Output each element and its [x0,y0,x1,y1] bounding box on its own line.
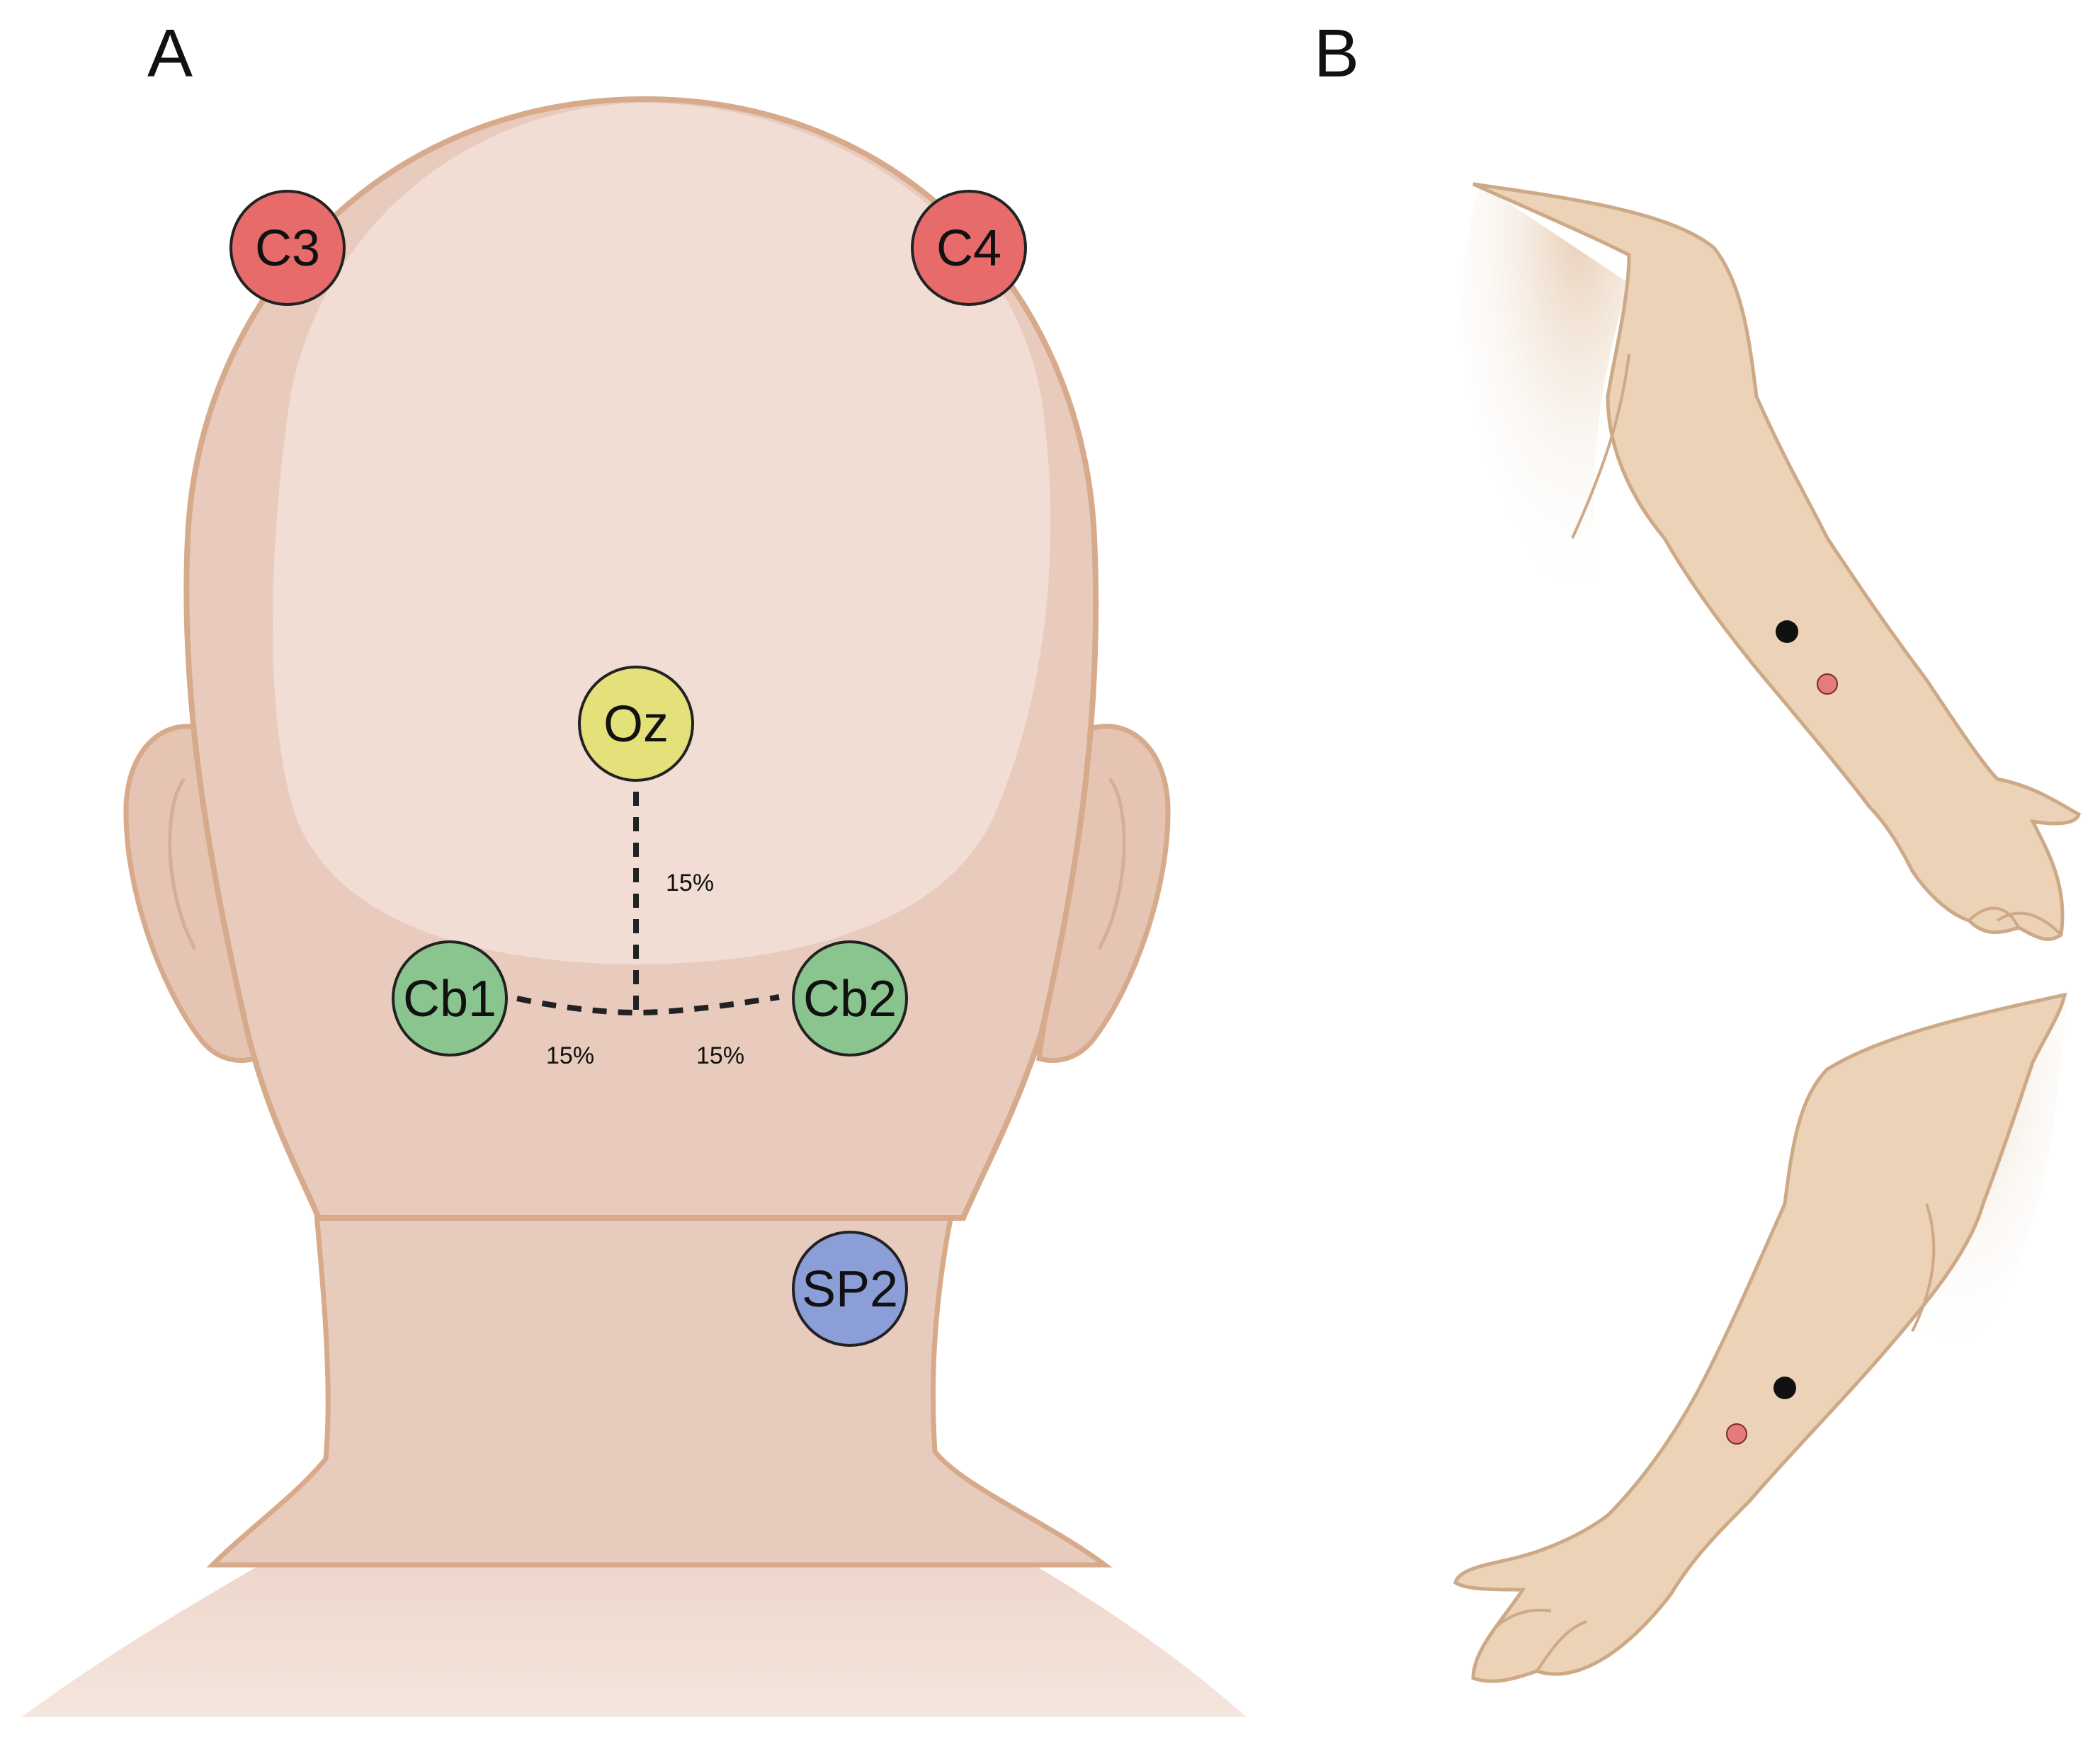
electrode-oz-marker [578,666,694,782]
electrode-c3-label: C3 [255,220,320,277]
electrode-cb2-marker [792,940,908,1057]
left-ear-inner [168,778,197,950]
panel-a-letter: A [147,16,193,91]
upper-torso-shade [1461,184,1629,609]
distance-label-cb2: 15% [696,1042,744,1069]
dashed-line-cb1-to-cb2 [516,994,780,1016]
upper-arm [1472,182,2082,941]
electrode-c3-marker [229,190,346,306]
skull-highlight [273,103,1051,964]
panel-a: A 15% 15% 15% C3 C4 Oz [21,16,1247,1717]
lower-arm-black-marker [1773,1377,1796,1399]
electrode-cb1: Cb1 [392,940,508,1057]
electrode-sp2: SP2 [792,1231,908,1347]
right-ear-inner [1097,778,1126,950]
lower-arm [1453,992,2067,1683]
electrode-c3: C3 [229,190,346,306]
lower-arm-red-marker [1726,1423,1747,1445]
upper-arm-red-marker [1817,673,1838,695]
electrode-cb2-label: Cb2 [803,971,897,1027]
electrode-oz-label: Oz [603,696,669,753]
upper-arm-muscle-line [1571,353,1630,539]
lower-arm-muscle-line [1911,1203,1936,1332]
electrode-sp2-marker [792,1231,908,1347]
right-ear [1036,724,1171,1063]
neck [206,1158,1113,1568]
electrode-sp2-label: SP2 [802,1261,898,1318]
electrode-cb1-marker [392,940,508,1057]
lower-hand-fingers [1493,1608,1587,1673]
panel-b: B [1314,16,2082,1683]
upper-arm-illustration [1461,182,2082,941]
panel-b-letter: B [1314,16,1359,91]
electrode-c4-marker [911,190,1027,306]
upper-hand-fingers [1968,906,2062,936]
electrode-cb1-label: Cb1 [403,971,496,1027]
electrode-cb2: Cb2 [792,940,908,1057]
upper-arm-black-marker [1776,620,1798,643]
left-ear [123,724,258,1063]
electrode-c4-label: C4 [936,220,1001,277]
electrode-oz: Oz [578,666,694,782]
distance-label-oz: 15% [666,870,714,896]
electrode-c4: C4 [911,190,1027,306]
distance-label-cb1: 15% [546,1042,594,1069]
lower-arm-illustration [1453,991,2068,1683]
